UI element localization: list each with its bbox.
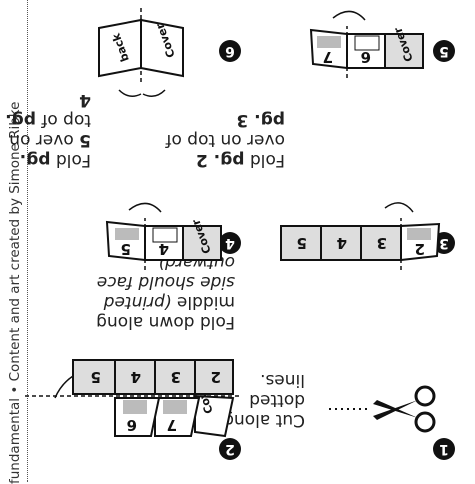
page-2-label: 2 [211, 368, 221, 386]
step-4-text: Fold pg. 5 over on top of pg. 4 [3, 90, 91, 170]
page-5-step4: 5 [121, 240, 131, 258]
scissors-icon [329, 378, 439, 438]
page-7-step5: 7 [323, 48, 333, 66]
step-3-diagram: 2 3 4 5 [261, 182, 441, 262]
step-2-text: Fold down along middle (printed side sho… [85, 252, 235, 332]
step-3-text: Fold pg. 2 over on top of pg. 3 [165, 110, 285, 170]
page-5-fold: 5 [297, 234, 307, 252]
page-6-label: 6 [127, 416, 137, 434]
step-1-badge: 1 [433, 438, 455, 460]
credit-strip: fundamental • Content and art created by… [3, 0, 28, 482]
step-5-badge: 5 [433, 40, 455, 62]
step-2-diagram: Cover 7 6 2 3 4 5 [35, 354, 235, 438]
step-6-badge: 6 [219, 40, 241, 62]
page-6-step5: 6 [361, 48, 371, 66]
step-4-diagram: Cover 4 5 [85, 182, 225, 262]
page-4-fold: 4 [337, 234, 347, 252]
page-7-label: 7 [167, 416, 177, 434]
page-4-label: 4 [131, 368, 141, 386]
page-2-fold: 2 [415, 240, 425, 258]
step-6-diagram: Cover back [75, 2, 185, 82]
page-3-fold: 3 [377, 234, 387, 252]
page-4-step4: 4 [159, 240, 169, 258]
step-2-badge: 2 [219, 438, 241, 460]
step-5-diagram: Cover 6 7 [305, 0, 425, 70]
page-5-label: 5 [91, 368, 101, 386]
page-3-label: 3 [171, 368, 181, 386]
